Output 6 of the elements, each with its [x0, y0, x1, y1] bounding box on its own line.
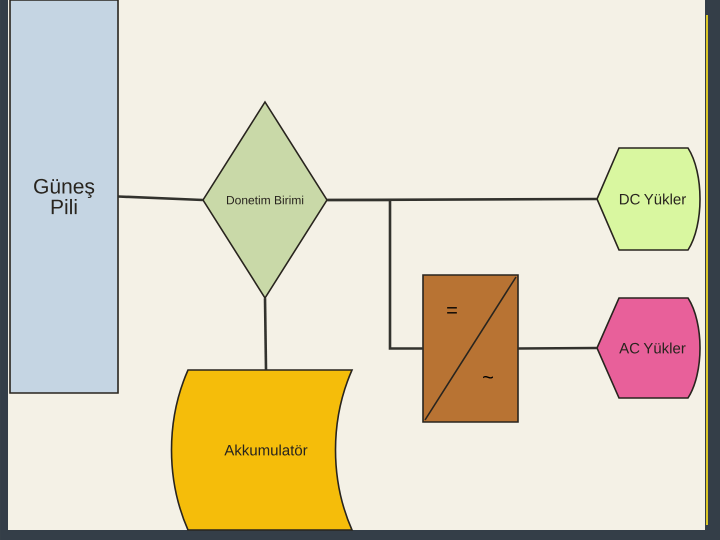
- connector-line: [118, 195, 203, 202]
- panel-box: Güneş Pili: [9, 0, 119, 394]
- connector-line: [327, 198, 423, 350]
- connector-line: [264, 298, 268, 370]
- connector-line: [518, 346, 597, 350]
- converter-box: = ~: [422, 274, 519, 423]
